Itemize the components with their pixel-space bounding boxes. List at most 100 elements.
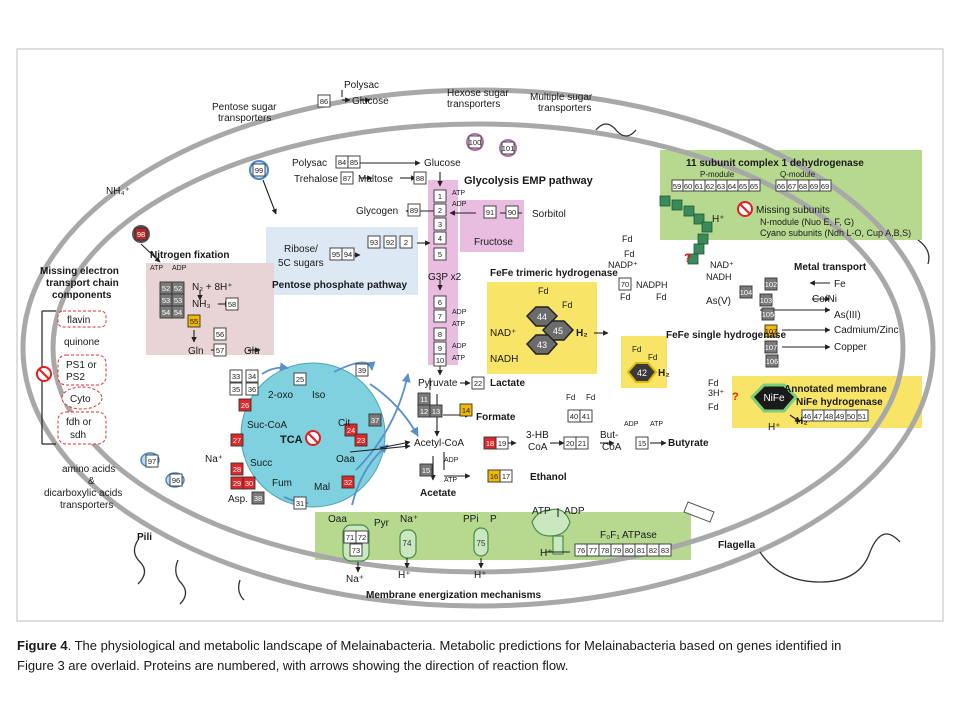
svg-text:30: 30 bbox=[245, 479, 253, 488]
svg-text:34: 34 bbox=[248, 372, 256, 381]
svg-text:28: 28 bbox=[233, 465, 241, 474]
fefe-trimeric-label: FeFe trimeric hydrogenase bbox=[490, 268, 618, 279]
tca-label: TCA bbox=[280, 434, 303, 446]
svg-text:33: 33 bbox=[232, 372, 240, 381]
fefe-trimeric-panel bbox=[487, 282, 597, 374]
svg-text:107: 107 bbox=[765, 343, 778, 352]
svg-text:74: 74 bbox=[403, 539, 412, 548]
g3p-label: G3P x2 bbox=[428, 272, 462, 283]
pili-left-2 bbox=[175, 559, 187, 605]
gene-boxes-red bbox=[230, 398, 497, 490]
fdred-single-label: Fd bbox=[648, 353, 657, 362]
fdox-butyrate-label: Fd bbox=[566, 393, 575, 402]
svg-text:51: 51 bbox=[858, 412, 866, 421]
succoa-label: Suc-CoA bbox=[247, 420, 287, 431]
h2-single-label: H₂ bbox=[658, 368, 670, 379]
svg-text:71: 71 bbox=[346, 533, 354, 542]
svg-text:58: 58 bbox=[228, 300, 236, 309]
svg-text:75: 75 bbox=[477, 539, 486, 548]
ppp-label: Pentose phosphate pathway bbox=[272, 280, 407, 291]
hplus-atpase-label: H⁺ bbox=[540, 548, 553, 559]
svg-text:92: 92 bbox=[386, 238, 394, 247]
fum-label: Fum bbox=[272, 478, 292, 489]
svg-text:79: 79 bbox=[613, 546, 621, 555]
svg-text:64: 64 bbox=[728, 182, 736, 191]
nadh-label: NADH bbox=[490, 354, 518, 365]
ribose-label: Ribose/ bbox=[284, 244, 318, 255]
fdox-fefe-label: Fd bbox=[538, 286, 549, 296]
svg-text:83: 83 bbox=[661, 546, 669, 555]
missing-etc-label-2: transport chain bbox=[46, 278, 119, 289]
transporter-98-box bbox=[134, 227, 148, 241]
polysac-top-label: Polysac bbox=[344, 80, 379, 91]
na-out-label: Na⁺ bbox=[346, 574, 364, 585]
svg-text:26: 26 bbox=[241, 401, 249, 410]
glycogen-label: Glycogen bbox=[356, 206, 398, 217]
svg-text:39: 39 bbox=[358, 366, 366, 375]
pentose-label-2: transporters bbox=[218, 113, 271, 124]
svg-text:36: 36 bbox=[248, 385, 256, 394]
svg-text:105: 105 bbox=[762, 310, 775, 319]
ps-label: PS1 or bbox=[66, 360, 97, 371]
svg-text:67: 67 bbox=[788, 182, 796, 191]
pyruvate-label: Pyruvate bbox=[418, 378, 458, 389]
adp-label-2: ADP bbox=[452, 309, 467, 316]
svg-text:21: 21 bbox=[578, 439, 586, 448]
svg-text:22: 22 bbox=[474, 379, 482, 388]
hb-label: 3-HB bbox=[526, 430, 549, 441]
svg-text:90: 90 bbox=[508, 208, 516, 217]
adp-butyrate-label: ADP bbox=[624, 421, 639, 428]
caption-line2: Figure 3 are overlaid. Proteins are numb… bbox=[17, 658, 569, 673]
asv-label: As(V) bbox=[706, 296, 731, 307]
svg-text:65: 65 bbox=[739, 182, 747, 191]
hplus-out-2-label: H⁺ bbox=[474, 570, 487, 581]
acetate-label: Acetate bbox=[420, 488, 457, 499]
atp-nfix-label: ATP bbox=[150, 265, 163, 272]
coa-label: CoA bbox=[528, 442, 548, 453]
svg-text:61: 61 bbox=[695, 182, 703, 191]
caption-label: Figure 4 bbox=[17, 638, 68, 653]
metal-transport-label: Metal transport bbox=[794, 262, 867, 273]
svg-text:65: 65 bbox=[750, 182, 758, 191]
nadp-label: NADP⁺ bbox=[608, 260, 638, 270]
svg-text:7: 7 bbox=[438, 312, 442, 321]
fefe-single-hexagon bbox=[626, 362, 658, 383]
atp-label-2: ATP bbox=[452, 321, 465, 328]
svg-text:86: 86 bbox=[320, 97, 328, 106]
svg-text:52: 52 bbox=[162, 284, 170, 293]
copper-label: Copper bbox=[834, 342, 867, 353]
missing-subunits-label: Missing subunits bbox=[756, 205, 830, 216]
svg-text:5: 5 bbox=[438, 250, 442, 259]
question-mark-2: ? bbox=[732, 391, 739, 403]
svg-text:104: 104 bbox=[740, 288, 753, 297]
adp-label-3: ADP bbox=[452, 343, 467, 350]
glucose-top-label: Glucose bbox=[352, 96, 389, 107]
svg-text:72: 72 bbox=[358, 533, 366, 542]
ps2-label: PS2 bbox=[66, 372, 85, 383]
hexose-label-2: transporters bbox=[447, 99, 500, 110]
svg-text:4: 4 bbox=[438, 234, 442, 243]
flagella-base bbox=[683, 501, 715, 523]
svg-text:96: 96 bbox=[172, 476, 180, 485]
svg-text:106: 106 bbox=[766, 357, 779, 366]
atp-label-3: ATP bbox=[452, 355, 465, 362]
svg-text:29: 29 bbox=[233, 479, 241, 488]
polysac-label: Polysac bbox=[292, 158, 327, 169]
svg-text:13: 13 bbox=[432, 407, 440, 416]
formate-label: Formate bbox=[476, 412, 516, 423]
svg-text:98: 98 bbox=[137, 230, 145, 239]
svg-text:2: 2 bbox=[438, 206, 442, 215]
svg-text:93: 93 bbox=[370, 238, 378, 247]
svg-text:24: 24 bbox=[347, 426, 355, 435]
coni-label: Co/Ni bbox=[812, 294, 837, 305]
svg-text:49: 49 bbox=[836, 412, 844, 421]
trehalose-label: Trehalose bbox=[294, 174, 339, 185]
svg-text:99: 99 bbox=[255, 166, 263, 175]
svg-text:10: 10 bbox=[436, 356, 444, 365]
svg-text:87: 87 bbox=[343, 174, 351, 183]
svg-text:73: 73 bbox=[352, 546, 360, 555]
q-module-label: Q-module bbox=[780, 170, 816, 179]
